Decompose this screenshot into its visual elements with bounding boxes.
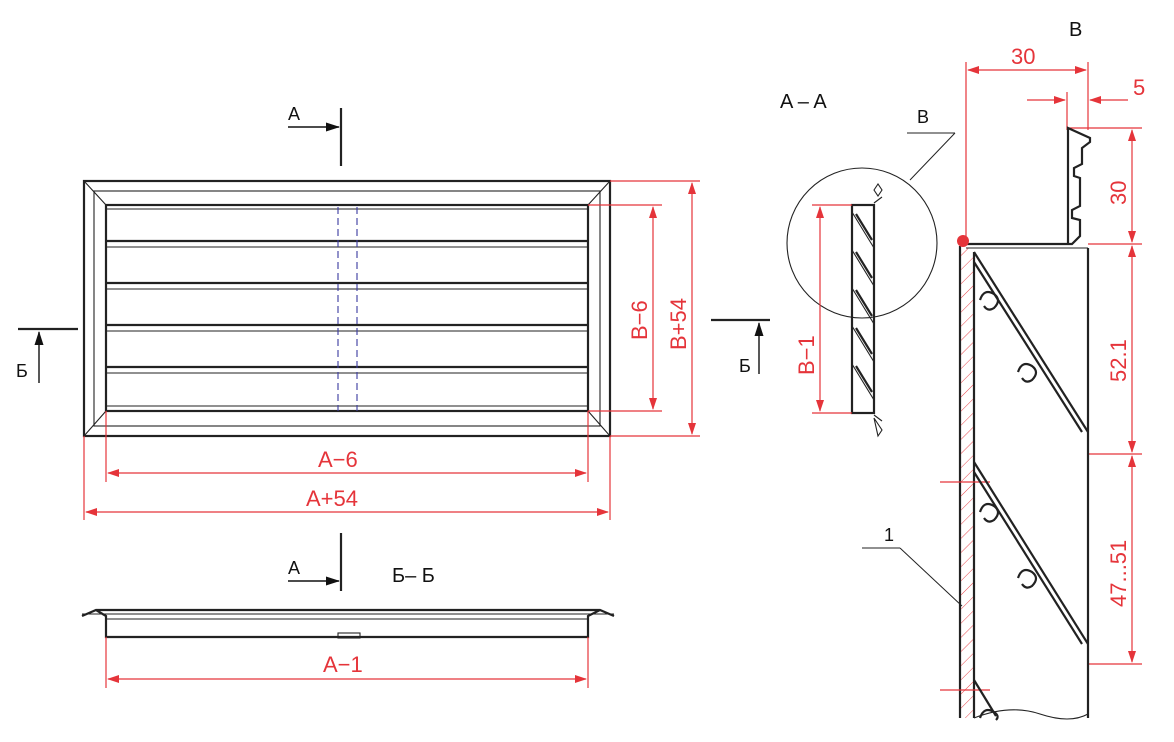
- section-bb-title: Б– Б: [392, 565, 435, 587]
- top-flange-profile: [962, 126, 1092, 246]
- louver-slat-1: [973, 251, 1089, 433]
- section-bb-profile: [81, 608, 615, 639]
- louver-slats: [106, 208, 588, 407]
- dim-inner-width: A−6: [318, 447, 358, 472]
- detail-circle: [786, 167, 938, 319]
- section-bb: A Б– Б A−1: [81, 533, 615, 688]
- origin-point: [957, 235, 969, 247]
- grille-outer-frame: [82, 179, 612, 438]
- frame-wall: [940, 246, 990, 718]
- dim-pitch-2: 47...51: [1106, 540, 1131, 607]
- dim-lip: 5: [1133, 75, 1145, 100]
- break-line: [973, 709, 1089, 720]
- cut-b-label-left: Б: [16, 361, 28, 381]
- callout-1: 1: [884, 525, 894, 545]
- section-aa: A – A B B−1: [780, 91, 956, 438]
- cut-a-label-bottom: A: [288, 558, 300, 578]
- louver-slat-2: [973, 461, 1089, 645]
- cut-b-label-right: Б: [739, 356, 751, 376]
- cut-a-label-top: A: [288, 104, 300, 124]
- front-view: A Б Б B−6 B+54 A−6 A+54: [16, 104, 770, 520]
- detail-b-title: B: [1069, 19, 1082, 41]
- dim-top-height: 30: [1106, 181, 1131, 205]
- section-aa-profile: [850, 183, 883, 438]
- dim-top-width: 30: [1011, 44, 1035, 69]
- detail-marker-label: B: [917, 107, 929, 127]
- grille-inner-frame: [104, 203, 590, 413]
- dim-inner-height: B−6: [627, 300, 652, 340]
- dim-section-width: A−1: [323, 652, 363, 677]
- dim-outer-width: A+54: [306, 486, 358, 511]
- dim-pitch-1: 52.1: [1106, 339, 1131, 382]
- dim-outer-height: B+54: [666, 298, 691, 350]
- detail-b: B 30 5 30 52.1 47...51: [862, 19, 1145, 721]
- section-aa-title: A – A: [780, 91, 827, 113]
- dim-section-height: B−1: [794, 335, 819, 375]
